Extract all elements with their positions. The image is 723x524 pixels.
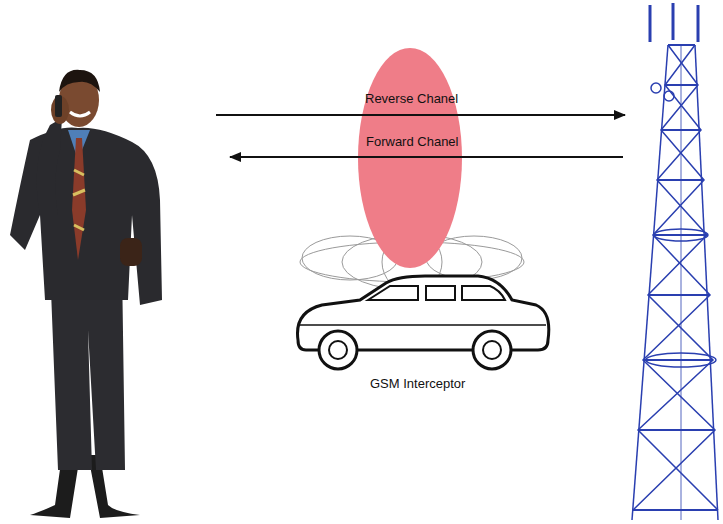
forward-arrow (230, 156, 623, 158)
cell-tower (632, 3, 718, 520)
person-figure (10, 70, 162, 518)
reverse-arrow (216, 114, 625, 116)
car (298, 276, 549, 369)
channel-label: Reverse Chanel (365, 92, 458, 107)
device-label: GSM Interceptor (370, 377, 465, 392)
channel-label: Forward Chanel (366, 135, 459, 150)
